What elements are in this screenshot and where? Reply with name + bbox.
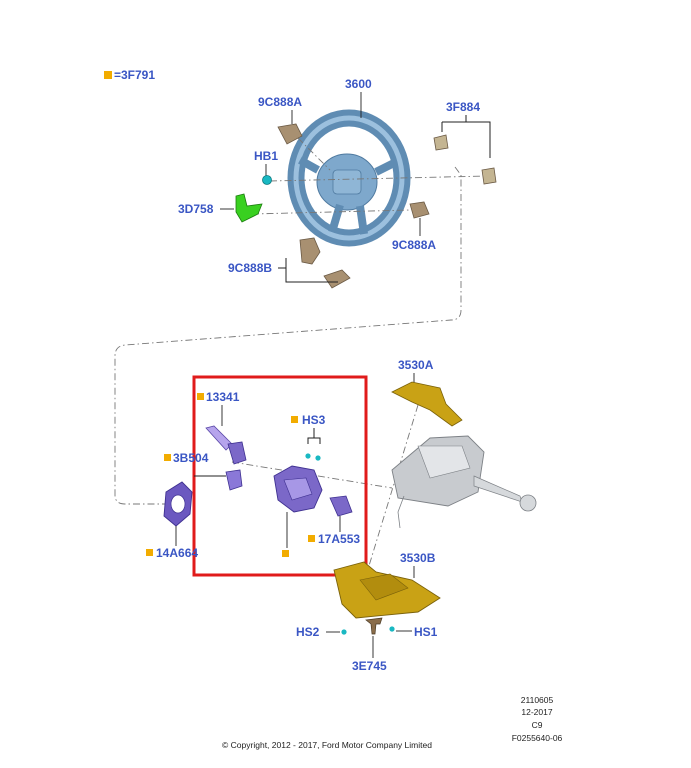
label-17A553: 17A553 [318, 532, 360, 546]
label-9C888A-bottom: 9C888A [392, 238, 436, 252]
label-3B504: 3B504 [173, 451, 209, 465]
drawing-revision: C9 [532, 720, 543, 730]
trim-cover-icon [299, 237, 321, 265]
bolt-icon [315, 455, 321, 461]
screw-icon [365, 617, 383, 635]
axis-line-lower [251, 209, 411, 215]
orange-square-icon [164, 454, 171, 461]
bracket-3F884 [441, 115, 491, 158]
screw-icon [433, 134, 449, 151]
bolt-icon [341, 629, 347, 635]
label-3530B: 3530B [400, 551, 436, 565]
label-HB1: HB1 [254, 149, 278, 163]
label-9C888B: 9C888B [228, 261, 272, 275]
orange-square-icon [282, 550, 289, 557]
switch-component-icon [329, 495, 353, 517]
orange-square-icon [146, 549, 153, 556]
multifunction-switch-icon [273, 465, 323, 513]
label-3D758: 3D758 [178, 202, 214, 216]
label-3530A: 3530A [398, 358, 434, 372]
label-13341: 13341 [206, 390, 240, 404]
screw-icon [481, 167, 497, 185]
drawing-date: 12-2017 [521, 707, 552, 717]
bolt-icon [262, 175, 272, 185]
label-9C888A-top: 9C888A [258, 95, 302, 109]
bolt-icon [389, 626, 395, 632]
orange-square-icon [197, 393, 204, 400]
trim-cover-icon [277, 123, 303, 145]
switch-component-icon [225, 469, 243, 491]
orange-square-icon [308, 535, 315, 542]
legend-key-label: =3F791 [114, 68, 155, 82]
orange-square-icon [104, 71, 112, 79]
wiper-switch-icon [205, 425, 247, 465]
drawing-number: 2110605 [521, 695, 554, 705]
drawing-id: F0255640-06 [512, 733, 563, 743]
label-3600: 3600 [345, 77, 372, 91]
label-14A664: 14A664 [156, 546, 198, 560]
bracket-9C888B [278, 258, 338, 283]
copyright-text: © Copyright, 2012 - 2017, Ford Motor Com… [222, 740, 432, 750]
legend: =3F791 [104, 68, 155, 82]
bracket-HS3 [307, 428, 321, 444]
trim-cover-icon [409, 201, 430, 219]
drawing-info-block: 2110605 12-2017 C9 F0255640-06 [512, 695, 563, 743]
label-HS2: HS2 [296, 625, 320, 639]
upper-shroud-icon [391, 381, 463, 427]
steering-column-icon [391, 435, 537, 529]
label-3E745: 3E745 [352, 659, 387, 673]
clockspring-icon [163, 481, 193, 527]
orange-square-icon [291, 416, 298, 423]
lower-shroud-icon [333, 561, 441, 619]
bolt-icon [305, 453, 311, 459]
trim-cover-icon [323, 269, 351, 289]
label-3F884: 3F884 [446, 100, 480, 114]
assembly-path-line [114, 166, 462, 505]
label-HS3: HS3 [302, 413, 326, 427]
label-HS1: HS1 [414, 625, 438, 639]
clip-icon [235, 193, 263, 223]
